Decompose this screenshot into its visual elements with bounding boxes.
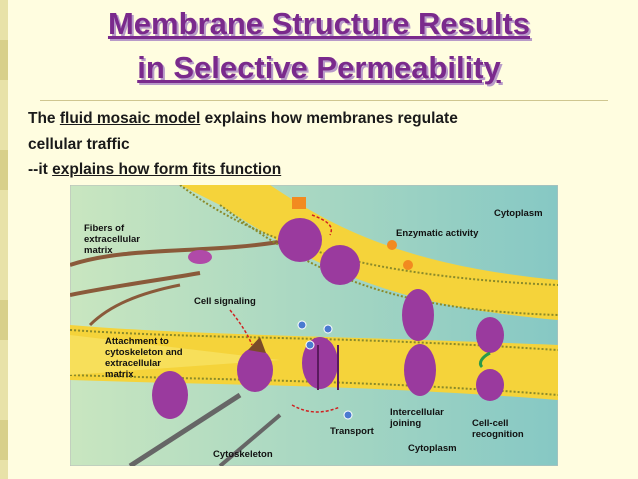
label-intercellular-2: joining xyxy=(390,418,421,429)
slide-title-line-1: Membrane Structure Results xyxy=(0,6,638,42)
title-divider xyxy=(40,100,608,101)
label-cytoplasm-bottom: Cytoplasm xyxy=(408,443,457,454)
matrix-protein xyxy=(188,250,212,264)
label-transport: Transport xyxy=(330,426,374,437)
label-cell-cell-2: recognition xyxy=(472,429,524,440)
enzyme-protein xyxy=(278,218,322,262)
body-line-1-suffix: explains how membranes regulate xyxy=(200,110,458,127)
label-cell-signaling: Cell signaling xyxy=(194,296,256,307)
membrane-diagram: Cytoplasm Fibers of extracellular matrix… xyxy=(70,185,558,466)
label-attachment-1: Attachment to xyxy=(105,336,169,347)
form-fits-function-link[interactable]: explains how form fits function xyxy=(52,161,281,178)
fluid-mosaic-model-link[interactable]: fluid mosaic model xyxy=(60,110,200,127)
receptor-protein xyxy=(237,348,273,392)
attachment-protein xyxy=(152,371,188,419)
transported-molecule xyxy=(344,411,352,419)
substrate-molecule xyxy=(292,197,306,209)
transported-molecule xyxy=(298,321,306,329)
label-fibers-1: Fibers of xyxy=(84,223,124,234)
product-molecule xyxy=(387,240,397,250)
transported-molecule xyxy=(306,341,314,349)
recognition-protein xyxy=(476,369,504,401)
product-molecule xyxy=(403,260,413,270)
label-cytoplasm-top: Cytoplasm xyxy=(494,208,543,219)
label-attachment-3: extracellular xyxy=(105,358,161,369)
label-intercellular-1: Intercellular xyxy=(390,407,444,418)
enzyme-protein xyxy=(320,245,360,285)
label-attachment-2: cytoskeleton and xyxy=(105,347,183,358)
junction-protein xyxy=(402,289,434,341)
recognition-protein xyxy=(476,317,504,353)
label-cytoskeleton: Cytoskeleton xyxy=(213,449,273,460)
label-fibers-3: matrix xyxy=(84,245,113,256)
label-fibers-2: extracellular xyxy=(84,234,140,245)
body-line-3: --it explains how form fits function xyxy=(28,161,281,179)
slide-title-line-2: in Selective Permeability xyxy=(0,50,638,86)
body-line-3-prefix: --it xyxy=(28,161,52,178)
body-line-2: cellular traffic xyxy=(28,136,130,154)
junction-protein xyxy=(404,344,436,396)
body-line-1: The fluid mosaic model explains how memb… xyxy=(28,110,458,128)
body-line-1-prefix: The xyxy=(28,110,60,127)
label-enzymatic-activity: Enzymatic activity xyxy=(396,228,478,239)
label-attachment-4: matrix xyxy=(105,369,134,380)
label-cell-cell-1: Cell-cell xyxy=(472,418,508,429)
transported-molecule xyxy=(324,325,332,333)
